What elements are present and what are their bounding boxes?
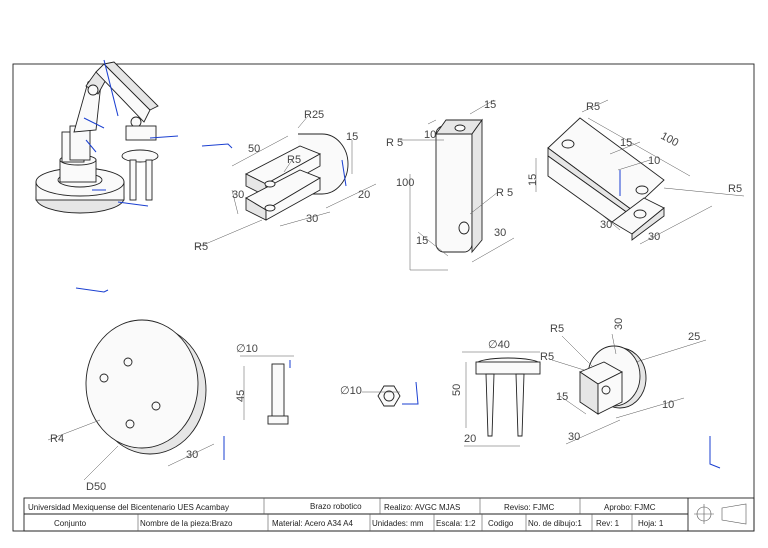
dim-clevis-r25: R25 — [304, 109, 324, 121]
dim-clevis-20: 20 — [358, 189, 370, 201]
cosmetic-axis — [75, 287, 109, 293]
dim-clevis-30a: 30 — [232, 189, 244, 201]
pin-part — [240, 355, 294, 425]
dim-swivel-r5-mid: R5 — [540, 351, 554, 363]
dim-fork-100: 100 — [659, 130, 681, 149]
dim-fork-15-left: 15 — [527, 174, 539, 186]
dim-link-r5-top: R 5 — [386, 137, 403, 149]
fork-part — [535, 99, 745, 245]
tb-approved-by: Aprobo: FJMC — [604, 503, 656, 512]
dim-gripper-20: 20 — [464, 433, 476, 445]
dim-link-30: 30 — [494, 227, 506, 239]
dim-link-15-bottom: 15 — [416, 235, 428, 247]
tb-code: Codigo — [488, 519, 514, 528]
dim-swivel-15: 15 — [556, 391, 568, 403]
dim-link-10: 10 — [424, 129, 436, 141]
dim-pin-45: 45 — [235, 390, 247, 402]
clevis-part — [195, 115, 377, 249]
tb-drawing-no: No. de dibujo:1 — [528, 519, 582, 528]
dim-base-30: 30 — [186, 449, 198, 461]
dim-fork-10: 10 — [648, 155, 660, 167]
dim-fork-30a: 30 — [600, 219, 612, 231]
title-block — [23, 497, 755, 532]
dim-gripper-d40: ∅40 — [488, 339, 510, 351]
dim-pin-d10: ∅10 — [236, 343, 258, 355]
dim-clevis-r5-inner: R5 — [287, 154, 301, 166]
dim-nut-d10: ∅10 — [340, 385, 362, 397]
tb-scale: Escala: 1:2 — [436, 519, 476, 528]
dim-swivel-10: 10 — [662, 399, 674, 411]
dim-clevis-r5-outer: R5 — [194, 241, 208, 253]
tb-part-name: Nombre de la pieza:Brazo — [140, 519, 233, 528]
robot-arm-assembly — [35, 59, 179, 214]
tb-material: Material: Acero A34 A4 — [272, 519, 353, 528]
drawing-border — [12, 63, 755, 532]
dim-link-100: 100 — [396, 177, 414, 189]
tb-assembly: Conjunto — [54, 519, 87, 528]
nut-part — [362, 381, 419, 407]
dim-clevis-30b: 30 — [306, 213, 318, 225]
tb-project: Brazo robotico — [310, 502, 362, 511]
base-disk-part — [47, 319, 225, 481]
dim-fork-r5-right: R5 — [728, 183, 742, 195]
cosmetic-axis — [201, 143, 233, 149]
gripper-part — [462, 351, 541, 447]
tb-revision: Rev: 1 — [596, 519, 620, 528]
dim-link-15-top: 15 — [484, 99, 496, 111]
dim-fork-15a: 15 — [620, 137, 632, 149]
dim-swivel-30-bottom: 30 — [568, 431, 580, 443]
dim-swivel-r5-top: R5 — [550, 323, 564, 335]
tb-units: Unidades: mm — [372, 519, 424, 528]
cosmetic-axis — [709, 436, 721, 469]
swivel-part — [551, 333, 707, 445]
dim-clevis-15: 15 — [346, 131, 358, 143]
link-bar-part — [400, 99, 515, 271]
dim-fork-30b: 30 — [648, 231, 660, 243]
dim-base-r4: R4 — [50, 433, 64, 445]
tb-sheet: Hoja: 1 — [638, 519, 664, 528]
dim-base-d50: D50 — [86, 481, 106, 493]
tb-reviewed-by: Reviso: FJMC — [504, 503, 554, 512]
tb-made-by: Realizo: AVGC MJAS — [384, 503, 460, 512]
tb-university: Universidad Mexiquense del Bicentenario … — [28, 503, 229, 512]
dim-gripper-50: 50 — [451, 384, 463, 396]
dim-fork-r5-top: R5 — [586, 101, 600, 113]
dim-clevis-50: 50 — [248, 143, 260, 155]
dim-swivel-30-top: 30 — [613, 318, 625, 330]
dim-link-r5-bottom: R 5 — [496, 187, 513, 199]
projection-symbol-icon — [694, 503, 747, 525]
dim-swivel-25: 25 — [688, 331, 700, 343]
